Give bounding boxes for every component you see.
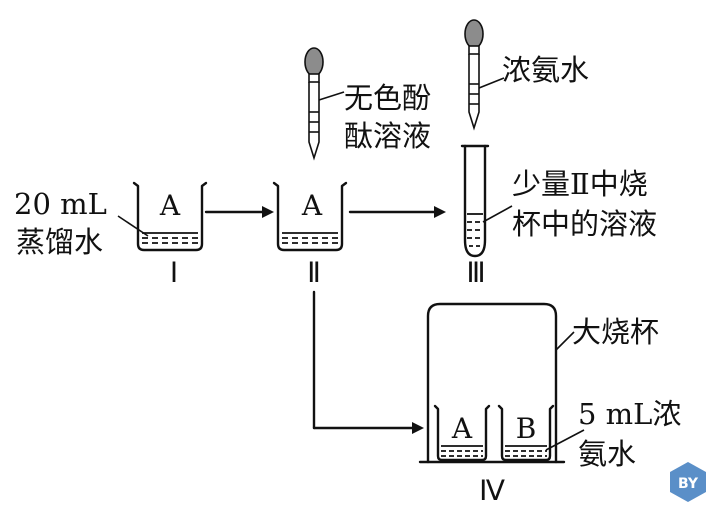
tube-content-label-1: 少量Ⅱ中烧 [512, 167, 648, 201]
conc-ammonia-label: 浓氨水 [502, 53, 589, 87]
arrow-II-to-IV [312, 290, 424, 434]
arrow-II-to-III [348, 206, 446, 218]
water-name-label: 蒸馏水 [16, 225, 103, 259]
beaker-II: A [272, 181, 348, 252]
beaker-IV-A: A [433, 404, 491, 462]
step-I-numeral: Ⅰ [170, 258, 178, 289]
beaker-I: A [132, 181, 208, 252]
dropper-phenolphthalein [304, 47, 324, 161]
watermark-badge: BY [670, 462, 706, 502]
water-volume-label: 20 mL [14, 187, 107, 221]
beaker-IV-A-liquid [441, 445, 483, 457]
phenolphthalein-label-1: 无色酚 [344, 81, 431, 115]
tube-content-label-2: 杯中的溶液 [512, 207, 657, 241]
beaker-II-label: A [301, 189, 323, 222]
beaker-IV-B-label: B [516, 412, 537, 445]
step-II-numeral: Ⅱ [307, 258, 321, 289]
ammonia-leader-line [478, 77, 505, 89]
arrow-I-to-II [204, 206, 274, 218]
test-tube-III-liquid [467, 213, 483, 247]
beaker-IV-B-liquid [505, 445, 547, 457]
beaker-I-liquid [142, 232, 198, 244]
ammonia-name-label: 氨水 [578, 437, 636, 471]
beaker-II-liquid [282, 232, 338, 244]
water-leader-line [117, 215, 149, 237]
big-beaker-label: 大烧杯 [572, 315, 659, 349]
step-IV-numeral: Ⅳ [479, 476, 505, 507]
ammonia-volume-label: 5 mL浓 [578, 397, 681, 431]
step-III-numeral: Ⅲ [466, 258, 485, 289]
beaker-I-label: A [159, 189, 181, 222]
test-tube-III [460, 144, 490, 258]
dropper-ammonia [464, 19, 484, 131]
big-beaker-IV [418, 302, 566, 464]
beaker-IV-A-label: A [451, 412, 473, 445]
big-beaker-leader-line [555, 331, 575, 351]
watermark-text: BY [678, 476, 699, 492]
tube-content-leader-line [482, 205, 513, 223]
beaker-IV-B: B [497, 404, 555, 462]
phenolphthalein-leader-line [318, 91, 345, 101]
phenolphthalein-label-2: 酞溶液 [344, 119, 431, 153]
ammonia-B-leader-line [545, 429, 585, 451]
